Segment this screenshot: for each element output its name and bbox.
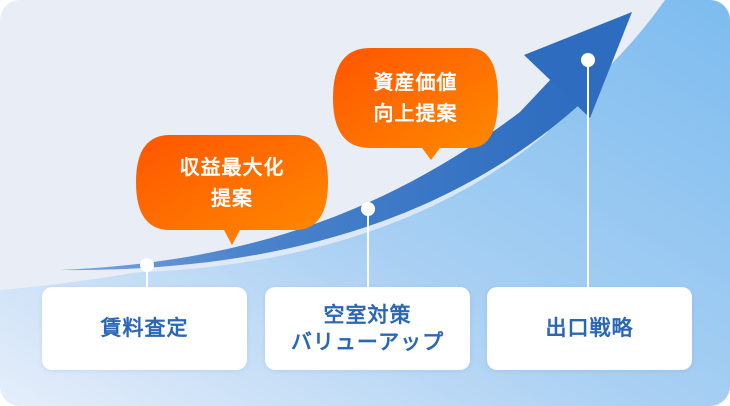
callout-line: 提案 [211,186,253,210]
callout-bubble-1 [136,135,328,245]
step-card-vacancy-value-up: 空室対策 バリューアップ [265,287,470,370]
arrowhead [524,12,632,118]
callout-line: 収益最大化 [179,155,285,179]
step-label: バリューアップ [290,329,445,354]
callout-revenue-maximization: 収益最大化 提案 [136,137,328,229]
growth-arrow [60,78,578,271]
milestone-dot-3 [581,53,595,67]
callout-line: 資産価値 [373,70,458,94]
callout-bubble-2 [333,48,498,160]
step-card-exit-strategy: 出口戦略 [487,287,692,370]
step-label: 空室対策 [323,302,412,327]
step-label: 賃料査定 [100,316,189,340]
milestone-dot-1 [140,258,154,272]
step-label: 出口戦略 [545,316,634,340]
milestone-dot-2 [361,202,375,216]
callout-asset-value-improvement: 資産価値 向上提案 [333,50,498,146]
step-card-rent-assessment: 賃料査定 [42,287,247,370]
callout-line: 向上提案 [373,101,458,125]
